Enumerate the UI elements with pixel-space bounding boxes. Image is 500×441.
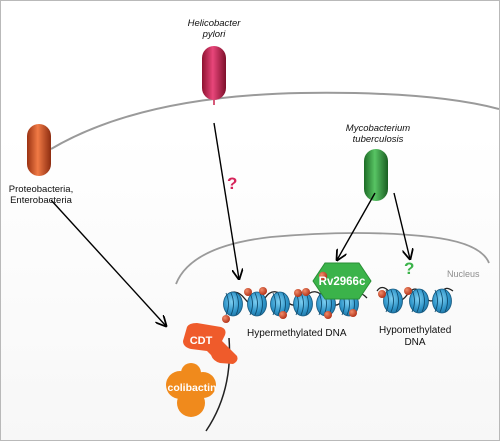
methyl-group [378, 290, 386, 298]
nucleosomes-hypomethylated [383, 288, 452, 314]
nucleosome [223, 291, 243, 317]
colibactin-molecule: colibactin [166, 363, 217, 417]
methyl-group [244, 288, 252, 296]
nucleus-label: Nucleus [447, 269, 480, 279]
hypermethylated-dna-label: Hypermethylated DNA [247, 328, 347, 339]
methyl-group [404, 287, 412, 295]
methyl-group [302, 288, 310, 296]
question-mark-mycobacterium: ? [404, 259, 415, 278]
proteobacteria-label: Proteobacteria, Enterobacteria [8, 184, 74, 206]
methyl-group [294, 289, 302, 297]
nucleosome [247, 291, 267, 317]
arrow-mycobacterium-to-rv [337, 192, 376, 260]
rv2966c-label: Rv2966c [319, 276, 366, 288]
nucleus-membrane [175, 232, 490, 285]
bacterial-wall-curve [205, 337, 231, 432]
nucleosome [270, 291, 290, 317]
nucleosome [383, 288, 403, 314]
methyl-group [279, 311, 287, 319]
cdt-protein: CDT [183, 323, 238, 364]
helicobacter-label: Helicobacter pylori [187, 18, 241, 40]
methyl-group [324, 311, 332, 319]
hypomethylated-dna-label: Hypomethylated DNA [379, 325, 452, 348]
rv2966c-protein: Rv2966c [312, 262, 372, 300]
question-mark-helicobacter: ? [227, 174, 238, 193]
methyl-groups-hypomethylated [378, 287, 412, 298]
colibactin-label: colibactin [167, 382, 216, 394]
nucleosome [432, 288, 452, 314]
arrow-helicobacter-to-dna [213, 122, 239, 279]
arrow-mycobacterium-to-hypo [393, 192, 410, 259]
mycobacterium-label: Mycobacterium tuberculosis [345, 123, 411, 145]
nucleosome [409, 288, 429, 314]
helicobacter-bacterium [202, 46, 226, 105]
mycobacterium-bacterium [364, 149, 388, 201]
proteobacteria-bacterium [27, 124, 51, 176]
methyl-group [222, 315, 230, 323]
cell-membrane [50, 91, 499, 150]
methyl-group [349, 309, 357, 317]
methyl-group [259, 287, 267, 295]
arrow-proteobacteria-to-cdt [50, 199, 166, 326]
cdt-label: CDT [190, 335, 213, 347]
